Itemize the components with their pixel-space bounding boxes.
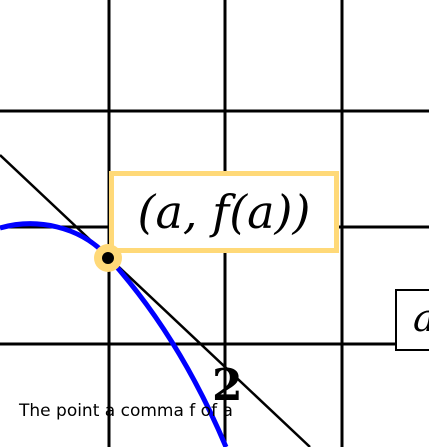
point-label: (a, f(a)) <box>137 185 311 239</box>
axis-label-text: a <box>413 299 429 337</box>
x-axis-tick-label: 2 <box>212 360 243 411</box>
point-marker-center <box>102 252 114 264</box>
accessible-description: The point a comma f of a <box>19 401 233 421</box>
tangent-line <box>0 154 311 447</box>
point-marker[interactable] <box>94 244 122 272</box>
axis-label-box: a <box>395 289 429 351</box>
point-label-box: (a, f(a)) <box>109 171 339 253</box>
